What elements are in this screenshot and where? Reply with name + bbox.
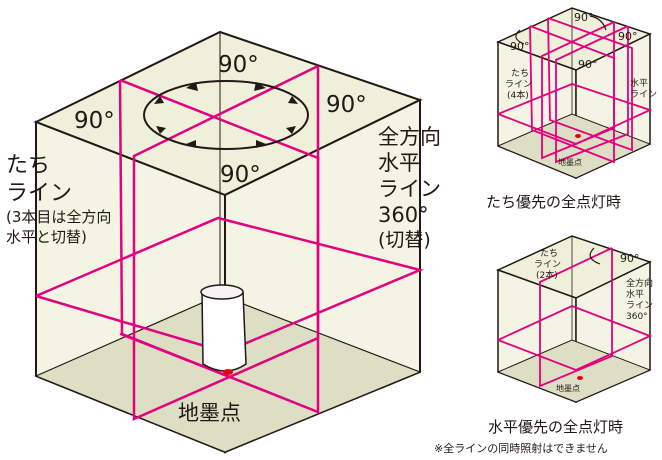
ground-point-label: 地墨点 — [178, 401, 241, 425]
angle-right-label: 90° — [326, 92, 367, 118]
rotation-arrow — [143, 80, 309, 150]
panel-top-angle-3: 90° — [618, 30, 638, 43]
vertical-line-label-1: たち — [6, 153, 50, 178]
horizontal-line-label-4: 360° — [378, 203, 429, 227]
vertical-line-note-1: (3本目は全方向 — [6, 208, 111, 226]
main-laser-lines — [35, 64, 424, 421]
panel-top-vertical-3: (4本) — [507, 89, 529, 101]
panel-top-vertical-1: たち — [511, 68, 529, 79]
vertical-line-note-2: 水平と切替) — [6, 228, 87, 246]
angle-top-label: 90° — [218, 52, 259, 78]
panel-bottom-angle-1: 90° — [620, 252, 640, 265]
panel-top-angle-2: 90° — [510, 40, 530, 53]
panel-bottom: 90° たち ライン (2本) 全方向 水平 ライン 360° 地墨点 水平優先… — [488, 235, 653, 436]
horizontal-line-label-3: ライン — [378, 177, 441, 201]
horizontal-line-label-1: 全方向 — [378, 125, 441, 149]
ground-point-marker — [223, 369, 233, 375]
panel-bottom-horizontal-2: 水平 — [626, 288, 644, 300]
horizontal-line-label-2: 水平 — [378, 151, 420, 175]
panel-bottom-caption: 水平優先の全点灯時 — [488, 418, 623, 436]
angle-bottom-label: 90° — [220, 162, 261, 188]
panel-bottom-horizontal-1: 全方向 — [626, 277, 653, 289]
panel-bottom-laser-lines — [497, 247, 653, 388]
panel-top-angle-4: 90° — [578, 58, 598, 71]
vertical-line-label-2: ライン — [6, 181, 72, 206]
panel-top: 90° 90° 90° 90° たち ライン (4本) 水平 ライン 地墨点 た… — [486, 7, 657, 211]
panel-bottom-vertical-2: ライン — [534, 259, 561, 270]
panel-bottom-horizontal-4: 360° — [626, 312, 648, 322]
angle-left-label: 90° — [74, 108, 115, 134]
laser-unit — [200, 284, 247, 372]
panel-bottom-horizontal-3: ライン — [626, 300, 653, 311]
panel-top-vertical-2: ライン — [505, 79, 532, 90]
panel-bottom-ground-point: 地墨点 — [556, 383, 580, 393]
footnote: ※全ラインの同時照射はできません — [434, 441, 608, 455]
main-cube: 90° 90° 90° 90° たち ライン (3本目は全方向 水平と切替) 全… — [6, 30, 441, 454]
panel-top-caption: たち優先の全点灯時 — [486, 193, 621, 211]
panel-top-laser-lines — [497, 17, 653, 164]
panel-top-angle-1: 90° — [574, 11, 594, 24]
panel-bottom-vertical-3: (2本) — [536, 269, 558, 281]
panel-bottom-vertical-1: たち — [540, 248, 558, 259]
panel-top-ground-point: 地墨点 — [558, 157, 582, 167]
horizontal-line-label-5: (切替) — [378, 229, 431, 251]
panel-top-horizontal-1: 水平 — [630, 77, 648, 89]
panel-top-horizontal-2: ライン — [630, 89, 657, 100]
